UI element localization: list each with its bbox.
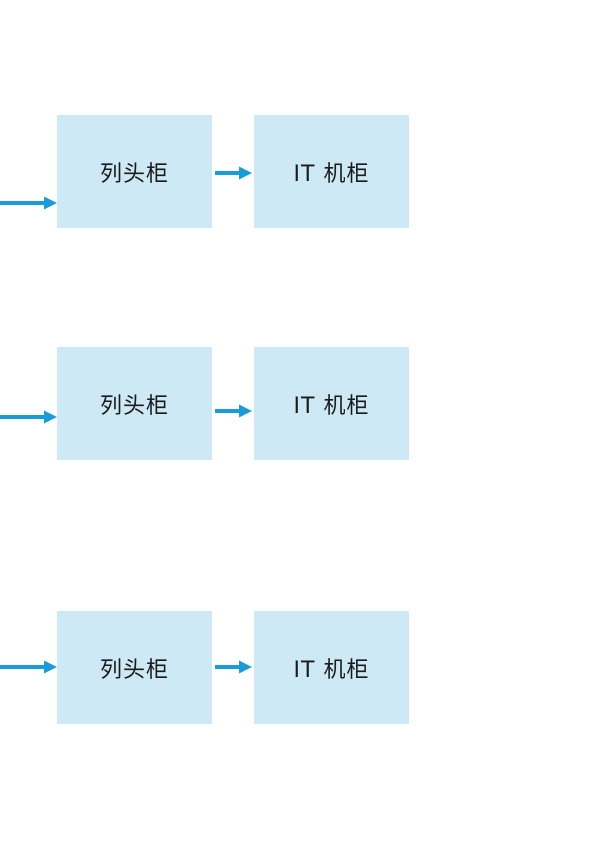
arrow-right-icon	[0, 196, 57, 210]
it-cabinet-box: IT 机柜	[254, 611, 409, 724]
row-head-cabinet-label: 列头柜	[99, 393, 169, 419]
it-cabinet-box: IT 机柜	[254, 115, 409, 228]
it-cabinet-label: IT 机柜	[293, 393, 370, 419]
row-head-cabinet-box: 列头柜	[57, 611, 212, 724]
arrow-right-icon	[0, 660, 57, 674]
it-cabinet-box: IT 机柜	[254, 347, 409, 460]
arrow-right-icon	[215, 404, 252, 418]
it-cabinet-label: IT 机柜	[293, 161, 370, 187]
row-head-cabinet-box: 列头柜	[57, 347, 212, 460]
row-head-cabinet-box: 列头柜	[57, 115, 212, 228]
arrow-right-icon	[0, 410, 57, 424]
it-cabinet-label: IT 机柜	[293, 657, 370, 683]
arrow-right-icon	[215, 660, 252, 674]
row-head-cabinet-label: 列头柜	[99, 657, 169, 683]
row-head-cabinet-label: 列头柜	[99, 161, 169, 187]
arrow-right-icon	[215, 166, 252, 180]
